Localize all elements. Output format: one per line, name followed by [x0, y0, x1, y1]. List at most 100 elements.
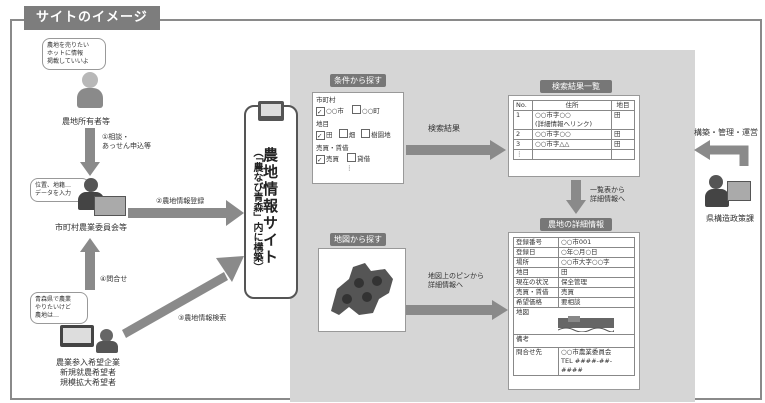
- detail-value: ○○市大字○○字: [558, 257, 635, 268]
- checkbox-checked-icon[interactable]: ✓: [316, 107, 325, 116]
- owner-bubble-line: 掲載していいよ: [47, 58, 89, 65]
- detail-value: 売買: [558, 287, 635, 298]
- step2-label: ②農地情報登録: [156, 197, 205, 205]
- row-type: 田: [611, 129, 635, 140]
- detail-key: 地目: [513, 267, 559, 278]
- results-box: No. 住所 地目 1 ○○市字○○(詳細情報へリンク) 田 2 ○○市字○○ …: [508, 95, 640, 177]
- column-header: No.: [513, 100, 533, 111]
- row-address-note: (詳細情報へリンク): [535, 120, 593, 128]
- applicant-bubble-line: 青森県で農業: [35, 296, 72, 303]
- applicant-label-line: 農業参入希望企業: [56, 358, 120, 367]
- detail-key: 現在の状況: [513, 277, 559, 288]
- detail-value: ○○市農業委員会: [561, 348, 612, 356]
- committee-bubble-line: 位置、地籍…: [35, 182, 72, 189]
- map-search-header[interactable]: 地図から探す: [330, 233, 386, 246]
- committee-label: 市町村農業委員会等: [55, 223, 127, 232]
- owner-label: 農地所有者等: [62, 117, 110, 126]
- results-header: 検索結果一覧: [540, 80, 612, 93]
- map-box[interactable]: [318, 248, 406, 332]
- row-type: 田: [611, 110, 635, 130]
- row-address: [532, 149, 612, 160]
- city-option: ○○町: [361, 107, 380, 115]
- detail-key: 地図: [516, 308, 529, 316]
- map-pin-icon[interactable]: [362, 292, 372, 302]
- detail-tel: TEL ####-##-####: [561, 357, 613, 374]
- table-header-row: No. 住所 地目: [513, 100, 635, 111]
- detail-value: 保全管理: [558, 277, 635, 288]
- checkbox-checked-icon[interactable]: ✓: [316, 131, 325, 140]
- checkbox-icon[interactable]: [347, 153, 357, 162]
- applicant-label-line: 規模拡大希望者: [60, 378, 116, 387]
- monitor-icon: [258, 101, 284, 121]
- up-arrow-icon: [80, 238, 100, 290]
- admin-worker-icon: [705, 175, 751, 211]
- row-address-link[interactable]: ○○市字○○: [532, 129, 612, 140]
- applicant-computer-icon: [50, 325, 124, 355]
- city-option: ○○市: [326, 107, 344, 115]
- admin-top-label: 構築・管理・運営: [694, 128, 758, 137]
- column-header: 地目: [611, 100, 635, 111]
- detail-row: 備考: [513, 334, 635, 348]
- row-address-link[interactable]: ○○市字○○: [535, 111, 571, 119]
- type-option: 田: [326, 131, 333, 139]
- row-no: 1: [513, 110, 533, 130]
- table-row[interactable]: 1 ○○市字○○(詳細情報へリンク) 田: [513, 110, 635, 130]
- detail-table: 登録番号○○市001 登録日○年○月○日 場所○○市大字○○字 地目田 現在の状…: [513, 237, 635, 376]
- checkbox-icon[interactable]: [361, 129, 371, 138]
- detail-box: 登録番号○○市001 登録日○年○月○日 場所○○市大字○○字 地目田 現在の状…: [508, 232, 640, 390]
- detail-key: 希望価格: [513, 297, 559, 308]
- condition-search-header[interactable]: 条件から探す: [330, 74, 386, 87]
- city-options: ✓○○市 ○○町: [316, 105, 400, 116]
- type-option: 畑: [348, 131, 356, 139]
- left-arrow-icon: [694, 140, 749, 166]
- table-row[interactable]: 2 ○○市字○○ 田: [513, 129, 635, 140]
- row-no: 3: [513, 139, 533, 150]
- table-row[interactable]: 3 ○○市字△△ 田: [513, 139, 635, 150]
- type-option: 樹園地: [371, 131, 391, 139]
- results-table: No. 住所 地目 1 ○○市字○○(詳細情報へリンク) 田 2 ○○市字○○ …: [513, 100, 635, 160]
- list-to-detail-label: 一覧表から 詳細情報へ: [590, 186, 625, 204]
- map-to-detail-line: 地図上のピンから: [428, 272, 484, 280]
- row-no: 2: [513, 129, 533, 140]
- owner-bubble-line: ホットに情報: [47, 50, 84, 57]
- down-arrow-icon: [566, 180, 586, 214]
- detail-row: 地目田: [513, 267, 635, 278]
- condition-search-form: 市町村 ✓○○市 ○○町 地目 ✓田 畑 樹園地 売買・賃借 ✓売買 貸借 ⋮: [312, 92, 404, 184]
- applicant-speech-bubble: 青森県で農業 やりたいけど 農地は…: [30, 292, 88, 324]
- row-no: ⋮: [513, 149, 533, 160]
- owner-speech-bubble: 農地を売りたい ホットに情報 掲載していいよ: [42, 38, 106, 70]
- map-pin-icon[interactable]: [372, 276, 382, 286]
- detail-row: 場所○○市大字○○字: [513, 257, 635, 268]
- map-to-detail-label: 地図上のピンから 詳細情報へ: [428, 272, 484, 290]
- map-to-detail-line: 詳細情報へ: [428, 281, 463, 289]
- detail-row: 現在の状況保全管理: [513, 277, 635, 288]
- checkbox-checked-icon[interactable]: ✓: [316, 155, 325, 164]
- checkbox-icon[interactable]: [351, 105, 361, 114]
- diagonal-arrow-icon: [122, 256, 244, 338]
- detail-value: 田: [558, 267, 635, 278]
- table-row: ⋮: [513, 149, 635, 160]
- owner-bubble-line: 農地を売りたい: [47, 42, 90, 49]
- map-pin-icon[interactable]: [354, 278, 364, 288]
- row-type: 田: [611, 139, 635, 150]
- row-address-link[interactable]: ○○市字△△: [532, 139, 612, 150]
- detail-value: 要相談: [558, 297, 635, 308]
- committee-bubble-line: データを入力: [35, 190, 72, 197]
- applicant-bubble-line: 農地は…: [35, 312, 60, 319]
- page-title: サイトのイメージ: [24, 6, 160, 30]
- list-to-detail-line: 詳細情報へ: [590, 195, 625, 203]
- field-map-icon: [558, 316, 614, 332]
- applicant-labels: 農業参入希望企業 新規就農希望者 規模拡大希望者: [48, 358, 128, 388]
- map-pin-icon[interactable]: [342, 294, 352, 304]
- detail-header: 農地の詳細情報: [540, 218, 612, 231]
- deal-label: 売買・賃借: [316, 144, 349, 152]
- detail-row: 売買・賃借売買: [513, 287, 635, 298]
- checkbox-icon[interactable]: [338, 129, 348, 138]
- detail-key: 登録番号: [513, 237, 559, 248]
- list-to-detail-line: 一覧表から: [590, 186, 625, 194]
- detail-key: 売買・賃借: [513, 287, 559, 298]
- deal-option: 売買: [326, 155, 339, 163]
- column-header: 住所: [532, 100, 612, 111]
- owner-icon: [74, 72, 104, 112]
- step1-line: あっせん申込等: [102, 142, 151, 150]
